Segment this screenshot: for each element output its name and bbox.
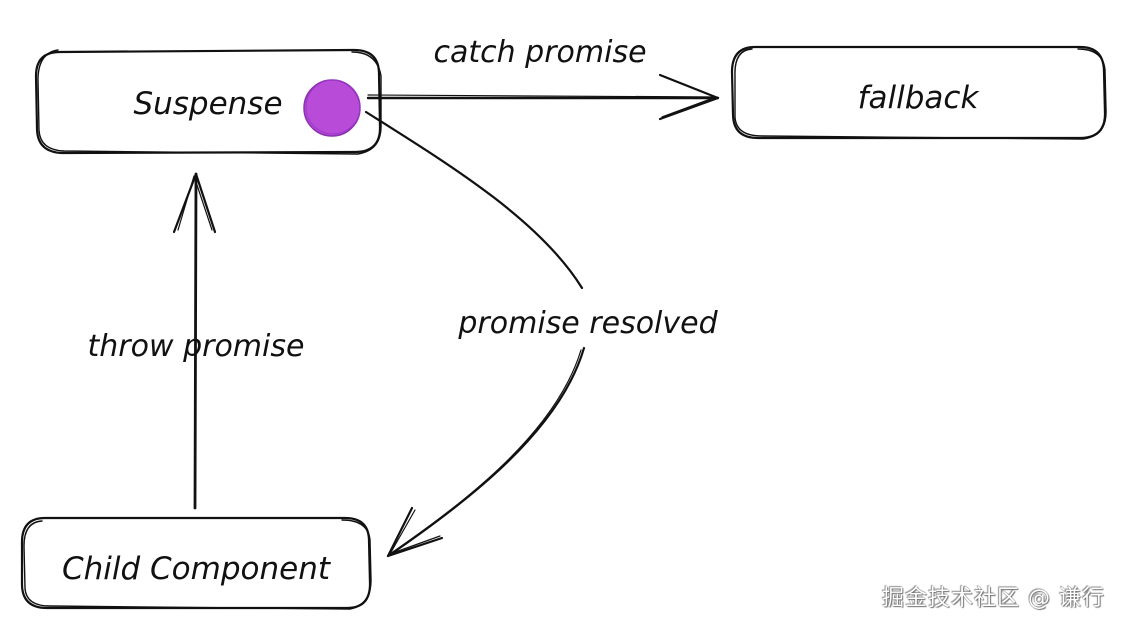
node-fallback-border-sketch <box>734 48 1107 140</box>
edge-promise-resolved-label: promise resolved <box>457 306 718 341</box>
node-suspense[interactable]: Suspense <box>34 48 382 155</box>
node-child-border-sketch <box>23 519 372 610</box>
edge-promise-resolved-arrowhead <box>386 506 444 558</box>
node-suspense-border-sketch <box>37 49 382 155</box>
edge-catch-promise-arrowhead-sketch <box>661 76 717 118</box>
node-fallback[interactable]: fallback <box>730 45 1107 140</box>
node-child-component[interactable]: Child Component <box>20 516 372 610</box>
node-child-label: Child Component <box>62 551 332 587</box>
suspense-marker-dot-sketch <box>305 79 361 135</box>
edge-promise-resolved: promise resolved <box>364 110 719 558</box>
edge-catch-promise-label: catch promise <box>433 35 646 70</box>
edge-throw-promise-label: throw promise <box>88 329 305 364</box>
edge-throw-promise-arrowhead <box>172 172 217 234</box>
edge-throw-promise-line <box>193 172 198 510</box>
edge-catch-promise: catch promise <box>366 35 720 121</box>
edge-promise-resolved-line-lower-sketch <box>389 349 582 555</box>
suspense-marker-dot <box>303 79 361 137</box>
edge-catch-promise-line-sketch <box>367 94 717 98</box>
watermark: 掘金技术社区 @ 谦行 <box>882 586 1105 611</box>
node-suspense-border <box>34 48 382 155</box>
edge-throw-promise-arrowhead-sketch <box>177 175 213 231</box>
node-suspense-label: Suspense <box>133 86 282 122</box>
edge-promise-resolved-arrowhead-sketch <box>389 509 441 555</box>
edge-throw-promise: throw promise <box>88 172 305 510</box>
edge-promise-resolved-line-upper <box>364 110 584 290</box>
node-fallback-label: fallback <box>858 80 980 116</box>
edge-promise-resolved-line-lower <box>386 346 586 558</box>
